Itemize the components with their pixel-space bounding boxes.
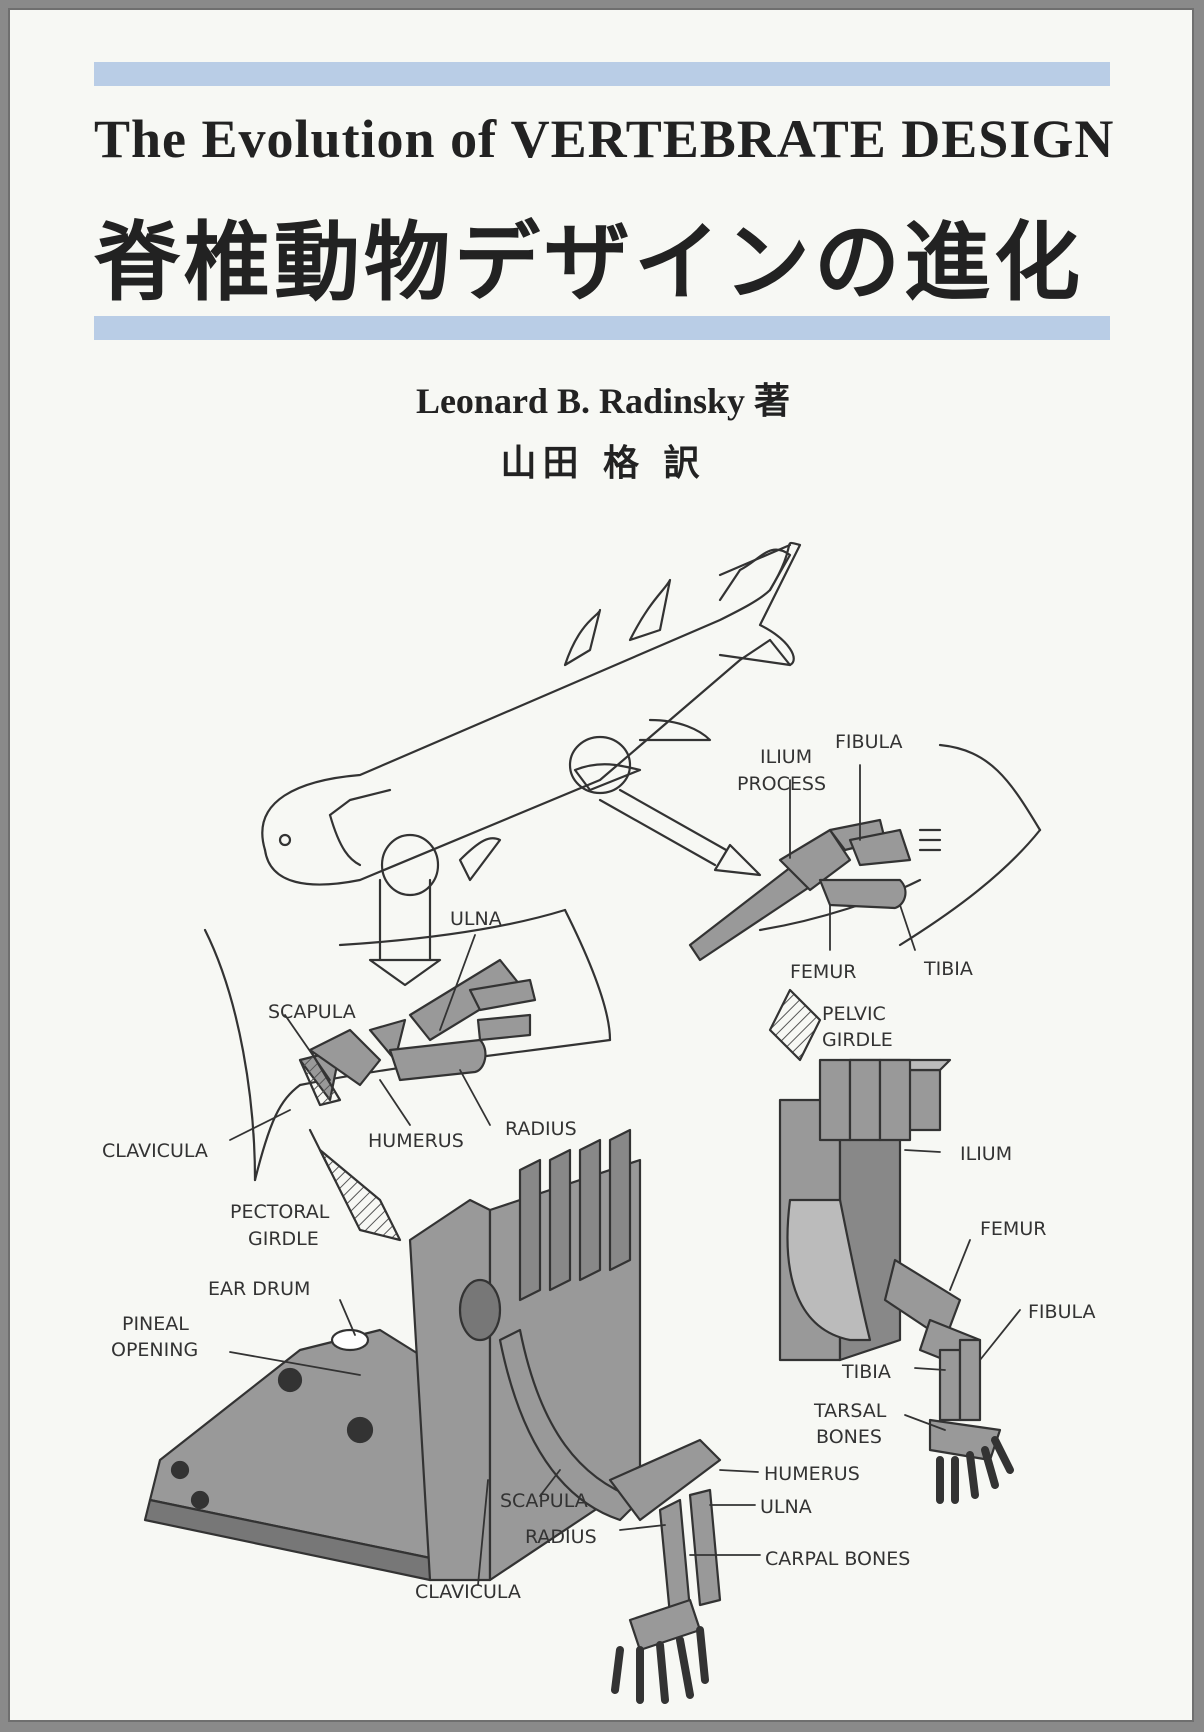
- label-femur: FEMUR: [980, 1218, 1046, 1240]
- skeleton-drawing: [143, 1128, 722, 1704]
- leader-lines: [229, 764, 1021, 1586]
- label-ilium-process-2: PROCESS: [737, 773, 826, 795]
- label-ear-drum: EAR DRUM: [208, 1278, 310, 1300]
- label-humerus: HUMERUS: [764, 1463, 860, 1485]
- label-ilium-process-1: ILIUM: [760, 746, 812, 768]
- label-pineal-opening-1: PINEAL: [122, 1313, 189, 1335]
- label-radius-top: RADIUS: [505, 1118, 577, 1140]
- label-clavicula-top: CLAVICULA: [102, 1140, 208, 1162]
- label-pectoral-girdle-1: PECTORAL: [230, 1201, 330, 1223]
- fish-drawing: [261, 541, 802, 987]
- top-color-band: [94, 62, 1110, 86]
- author-line: Leonard B. Radinsky 著: [415, 381, 791, 421]
- label-ulna: ULNA: [760, 1496, 812, 1518]
- label-clavicula: CLAVICULA: [415, 1581, 521, 1603]
- pectoral-girdle-drawing: [203, 908, 612, 1242]
- label-tibia: TIBIA: [841, 1361, 891, 1383]
- label-scapula: SCAPULA: [500, 1490, 588, 1512]
- label-ulna-top: ULNA: [450, 908, 502, 930]
- label-scapula-top: SCAPULA: [268, 1001, 356, 1023]
- label-pineal-opening-2: OPENING: [111, 1339, 198, 1361]
- title-english: The Evolution of VERTEBRATE DESIGN: [94, 109, 1115, 169]
- pelvic-fin-drawing: [688, 743, 1042, 1062]
- label-pelvic-girdle-1: PELVIC: [822, 1003, 886, 1025]
- label-femur-top: FEMUR: [790, 961, 856, 983]
- label-fibula-top: FIBULA: [835, 731, 903, 753]
- bottom-color-band: [94, 316, 1110, 340]
- label-fibula: FIBULA: [1028, 1301, 1096, 1323]
- label-pectoral-girdle-2: GIRDLE: [248, 1228, 319, 1250]
- label-pelvic-girdle-2: GIRDLE: [822, 1029, 893, 1051]
- label-humerus-top: HUMERUS: [368, 1130, 464, 1152]
- title-japanese: 脊椎動物デザインの進化: [94, 213, 1084, 313]
- translator-line: 山田 格 訳: [500, 443, 706, 484]
- label-ilium: ILIUM: [960, 1143, 1012, 1165]
- label-carpal-bones: CARPAL BONES: [765, 1548, 910, 1570]
- label-tibia-top: TIBIA: [923, 958, 973, 980]
- label-tarsal-bones-1: TARSAL: [813, 1400, 887, 1422]
- pelvis-hindlimb-drawing: [778, 1058, 1014, 1504]
- label-tarsal-bones-2: BONES: [816, 1426, 882, 1448]
- label-radius: RADIUS: [525, 1526, 597, 1548]
